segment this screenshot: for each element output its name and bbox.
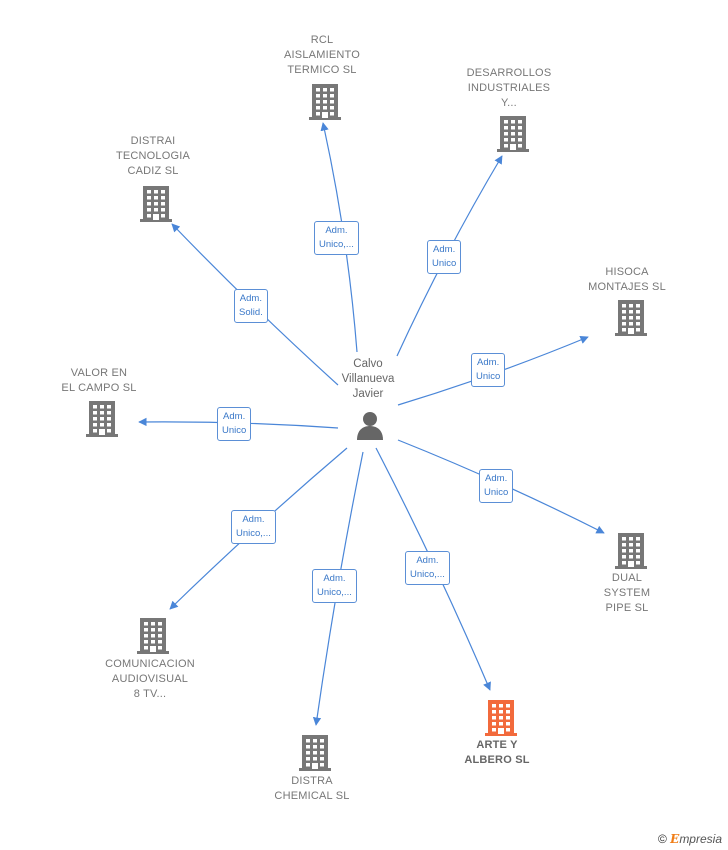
building-icon[interactable] xyxy=(485,700,517,741)
building-icon[interactable] xyxy=(299,735,331,776)
building-icon[interactable] xyxy=(615,533,647,574)
copyright-symbol: © xyxy=(657,832,667,846)
brand-name: mpresia xyxy=(679,832,722,846)
edge-label-valor[interactable]: Adm.Unico xyxy=(217,407,252,441)
edge-label-arte[interactable]: Adm.Unico,... xyxy=(405,551,450,585)
edge-label-comunicacion[interactable]: Adm.Unico,... xyxy=(231,510,276,544)
edge-label-hisoca[interactable]: Adm.Unico xyxy=(471,353,506,387)
brand-initial: E xyxy=(670,832,680,846)
building-icon[interactable] xyxy=(615,300,647,341)
edge-label-distra[interactable]: Adm.Unico,... xyxy=(312,569,357,603)
edge-label-dual[interactable]: Adm.Unico xyxy=(479,469,514,503)
person-icon[interactable] xyxy=(355,410,385,445)
edge-label-desarrollos[interactable]: Adm.Unico xyxy=(427,240,462,274)
building-icon[interactable] xyxy=(497,116,529,157)
center-person-label[interactable]: Calvo Villanueva Javier xyxy=(341,358,395,400)
edge-label-distrai[interactable]: Adm.Solid. xyxy=(234,289,268,323)
building-icon[interactable] xyxy=(309,84,341,125)
building-icon[interactable] xyxy=(86,401,118,442)
footer-brand: © Empresia xyxy=(658,832,722,846)
edge-label-rcl[interactable]: Adm.Unico,... xyxy=(314,221,359,255)
building-icon[interactable] xyxy=(140,186,172,227)
building-icon[interactable] xyxy=(137,618,169,659)
